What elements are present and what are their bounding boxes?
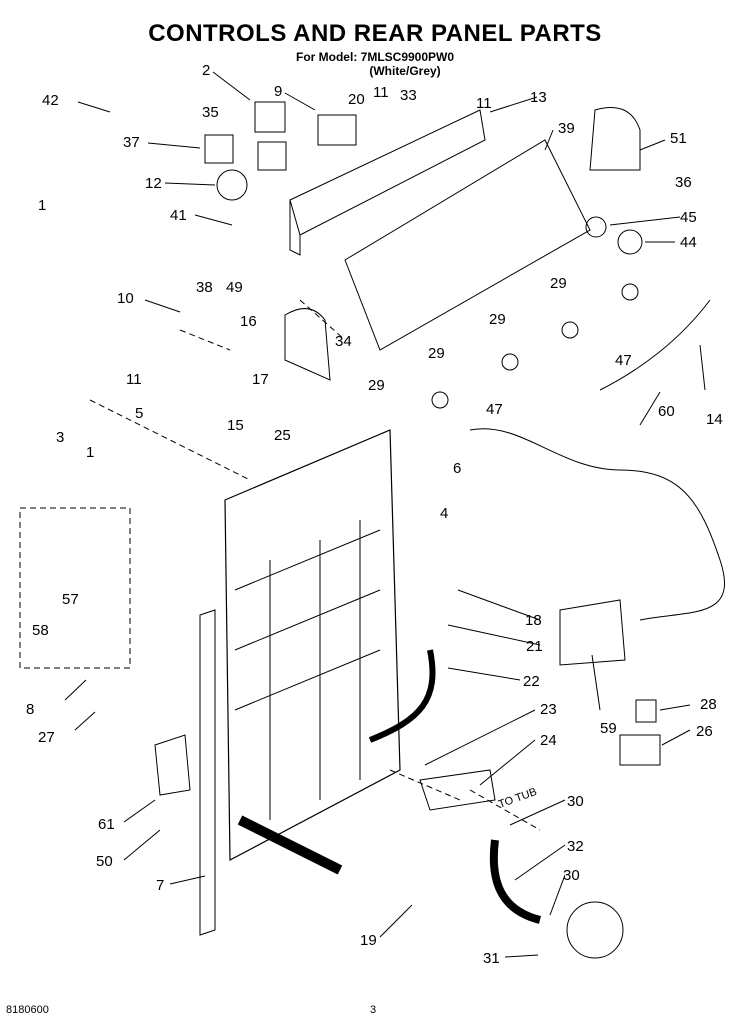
drain-hose [489, 839, 542, 924]
callout: 44 [680, 234, 697, 251]
page-number: 3 [370, 1004, 377, 1016]
callout: 5 [135, 405, 143, 422]
callout: 59 [600, 720, 617, 737]
switch-9 [317, 114, 357, 146]
callout: 13 [530, 89, 547, 106]
callout: 4 [440, 505, 448, 522]
pump [566, 901, 624, 959]
callout: 7 [156, 877, 164, 894]
callout: 17 [252, 371, 269, 388]
callout: 60 [658, 403, 675, 420]
control-console-panel [289, 109, 486, 236]
callout: 3 [56, 429, 64, 446]
page-title: CONTROLS AND REAR PANEL PARTS [148, 20, 602, 47]
switch-37 [204, 134, 234, 164]
callout: 34 [335, 333, 352, 350]
knob-45 [585, 216, 607, 238]
callout: 32 [567, 838, 584, 855]
callout-labels: 42 2 9 20 11 33 11 13 39 51 37 35 12 1 4… [26, 62, 723, 967]
knob-housing [589, 107, 641, 171]
part-61 [154, 734, 191, 796]
part-24 [419, 769, 496, 811]
callout: 49 [226, 279, 243, 296]
callout: 1 [86, 444, 94, 461]
flap-59 [559, 599, 626, 666]
callout: 37 [123, 134, 140, 151]
callout: 1 [38, 197, 46, 214]
callout: 27 [38, 729, 55, 746]
switch-2 [254, 101, 286, 133]
callout: 51 [670, 130, 687, 147]
callout: 24 [540, 732, 557, 749]
callout: 11 [373, 84, 389, 101]
console-back-panel [344, 139, 591, 351]
callout: 6 [453, 460, 461, 477]
callout: 2 [202, 62, 210, 79]
callout: 50 [96, 853, 113, 870]
model-line: For Model: 7MLSC9900PW0 [295, 50, 455, 64]
callout: 23 [540, 701, 557, 718]
assembly-group-box [19, 507, 131, 669]
tub-label: TO TUB [497, 786, 539, 811]
callout: 30 [563, 867, 580, 884]
callout: 14 [706, 411, 723, 428]
callout: 36 [675, 174, 692, 191]
callout: 41 [170, 207, 187, 224]
callout: 42 [42, 92, 59, 109]
side-rail [199, 609, 216, 936]
callout: 38 [196, 279, 213, 296]
callout: 58 [32, 622, 49, 639]
callout: 12 [145, 175, 162, 192]
callout: 9 [274, 83, 282, 100]
callout: 45 [680, 209, 697, 226]
callout: 33 [400, 87, 417, 104]
knob-44 [617, 229, 643, 255]
callout: 39 [558, 120, 575, 137]
callout: 47 [615, 352, 632, 369]
callout: 18 [525, 612, 542, 629]
callout: 61 [98, 816, 115, 833]
callout: 20 [348, 91, 365, 108]
callout: 35 [202, 104, 219, 121]
callout: 11 [126, 371, 142, 388]
callout: 29 [428, 345, 445, 362]
callout: 15 [227, 417, 244, 434]
callout: 10 [117, 290, 134, 307]
wiring-harness [469, 428, 726, 621]
callout: 31 [483, 950, 500, 967]
switch-35 [257, 141, 287, 171]
timer-12 [216, 169, 248, 201]
callout: 11 [476, 95, 492, 112]
valve-26 [619, 734, 661, 766]
callout: 29 [489, 311, 506, 328]
part-28 [635, 699, 657, 723]
callout: 30 [567, 793, 584, 810]
callout: 26 [696, 723, 713, 740]
hose [368, 649, 436, 743]
side-housing [284, 308, 331, 381]
callout: 21 [526, 638, 543, 655]
callout: 47 [486, 401, 503, 418]
color-line: (White/Grey) [369, 64, 441, 78]
callout: 29 [368, 377, 385, 394]
document-number: 8180600 [6, 1004, 49, 1016]
callout: 25 [274, 427, 291, 444]
rear-panel [224, 429, 401, 861]
callout: 19 [360, 932, 377, 949]
callout: 16 [240, 313, 257, 330]
callout: 29 [550, 275, 567, 292]
callout: 8 [26, 701, 34, 718]
callout: 22 [523, 673, 540, 690]
callout: 28 [700, 696, 717, 713]
callout: 57 [62, 591, 79, 608]
